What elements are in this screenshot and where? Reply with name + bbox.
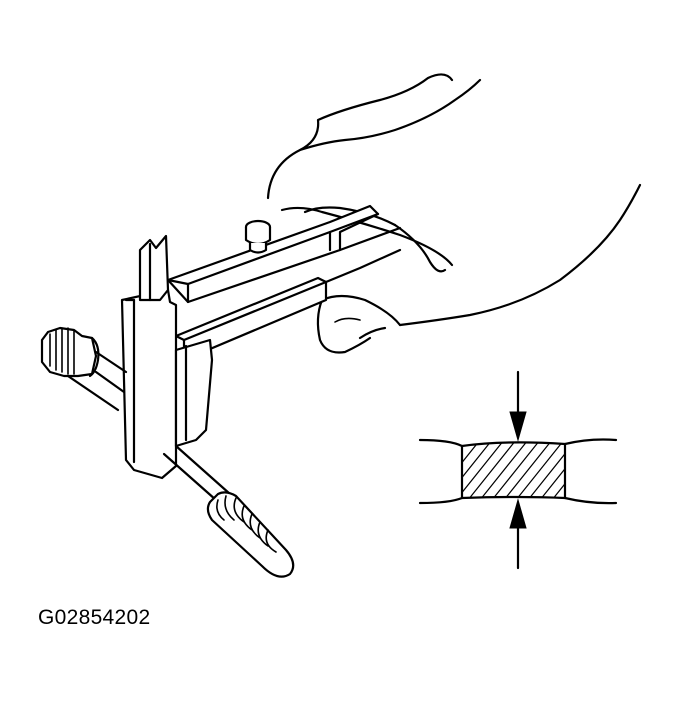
arrow-up-icon bbox=[509, 498, 527, 570]
cross-section-inset bbox=[418, 370, 618, 570]
hatch-area bbox=[462, 442, 565, 498]
bolt-drawing bbox=[40, 326, 295, 578]
figure-code: G02854202 bbox=[38, 606, 151, 629]
thumb-screw bbox=[244, 219, 272, 254]
arrow-down-icon bbox=[509, 370, 527, 442]
hand-drawing bbox=[266, 73, 642, 354]
caliper-beam bbox=[166, 204, 402, 362]
